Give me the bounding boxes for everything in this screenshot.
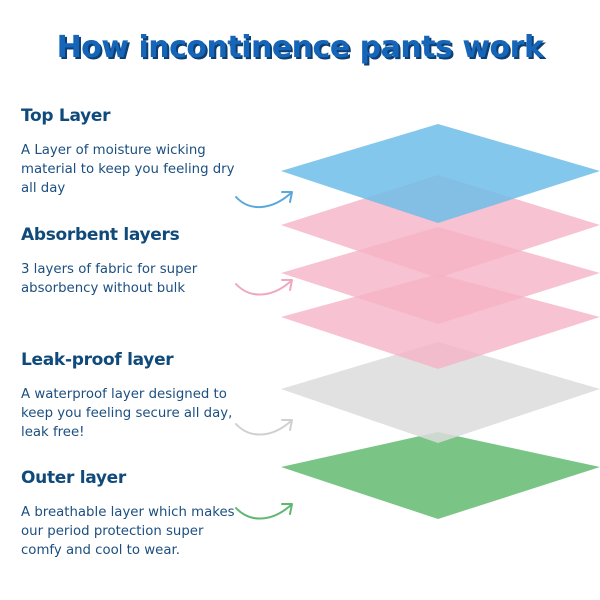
top-layer-shape — [281, 124, 600, 223]
leak-proof-layer-heading: Leak-proof layer — [21, 350, 174, 370]
leak-proof-layer-description: A waterproof layer designed to keep you … — [21, 387, 233, 440]
page-title: How incontinence pants work — [56, 30, 544, 65]
absorbent-layer-shape-1 — [281, 175, 600, 278]
absorbent-layers-arrow — [235, 279, 293, 296]
top-layer-heading: Top Layer — [21, 106, 111, 126]
outer-layer-arrow — [235, 503, 293, 520]
top-layer-block: Top Layer A Layer of moisture wicking ma… — [21, 106, 246, 198]
outer-layer-block: Outer layer A breathable layer which mak… — [21, 468, 246, 560]
leak-proof-layer-block: Leak-proof layer A waterproof layer desi… — [21, 350, 246, 442]
absorbent-layers-description: 3 layers of fabric for super absorbency … — [21, 262, 198, 296]
leak-proof-layer-shape — [281, 342, 600, 443]
leak-proof-layer-arrow — [235, 419, 293, 436]
outer-layer-shape — [281, 432, 600, 519]
outer-layer-description: A breathable layer which makes our perio… — [21, 505, 235, 558]
top-layer-arrow — [235, 191, 293, 209]
absorbent-layers-block: Absorbent layers 3 layers of fabric for … — [21, 225, 246, 298]
outer-layer-heading: Outer layer — [21, 468, 126, 488]
absorbent-layers-heading: Absorbent layers — [21, 225, 180, 245]
top-layer-description: A Layer of moisture wicking material to … — [21, 143, 235, 196]
